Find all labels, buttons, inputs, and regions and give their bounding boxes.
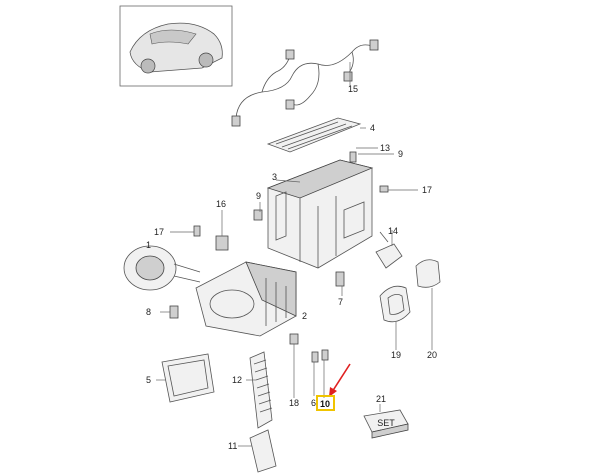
part-label-16[interactable]: 16 (216, 199, 226, 209)
part-label-21[interactable]: 21 (376, 394, 386, 404)
part-label-15[interactable]: 15 (348, 84, 358, 94)
part-label-9a[interactable]: 9 (256, 191, 261, 201)
vent-frame-20 (415, 259, 441, 288)
wiring-harness-part (231, 39, 379, 127)
vent-frame-19 (379, 285, 411, 323)
part-label-17a[interactable]: 17 (154, 227, 164, 237)
part-label-18[interactable]: 18 (289, 398, 299, 408)
part-label-17b[interactable]: 17 (422, 185, 432, 195)
service-set-box: SET (363, 409, 409, 439)
vehicle-thumbnail (119, 5, 233, 87)
part-label-3[interactable]: 3 (272, 172, 277, 182)
part-label-19[interactable]: 19 (391, 350, 401, 360)
bracket-part (249, 429, 277, 473)
filter-frame-part (266, 117, 362, 153)
part-label-14[interactable]: 14 (388, 226, 398, 236)
part-label-2[interactable]: 2 (302, 311, 307, 321)
actuator-part (375, 231, 403, 269)
part-label-8[interactable]: 8 (146, 307, 151, 317)
part-label-7[interactable]: 7 (338, 297, 343, 307)
part-label-4[interactable]: 4 (370, 123, 375, 133)
part-label-12[interactable]: 12 (232, 375, 242, 385)
blower-housing-part (195, 261, 297, 337)
part-labels: 15 4 13 9 3 9 17 16 17 14 1 8 7 2 19 20 … (146, 84, 437, 451)
part-label-6[interactable]: 6 (311, 398, 316, 408)
part-label-10[interactable]: 10 (320, 399, 330, 409)
part-label-11[interactable]: 11 (228, 441, 237, 451)
highlight-arrow (329, 363, 351, 397)
part-label-20[interactable]: 20 (427, 350, 437, 360)
set-box-text: SET (377, 418, 395, 428)
seal-gasket-part (161, 353, 215, 403)
blower-motor-part (123, 245, 201, 291)
leader-lines (156, 62, 433, 447)
part-label-9b[interactable]: 9 (398, 149, 403, 159)
part-label-1[interactable]: 1 (146, 240, 151, 250)
highlight-box-part-10[interactable] (316, 395, 335, 411)
part-label-5[interactable]: 5 (146, 375, 151, 385)
cabin-filter-part (249, 351, 273, 429)
part-label-13[interactable]: 13 (380, 143, 390, 153)
hvac-housing-part (266, 159, 374, 269)
